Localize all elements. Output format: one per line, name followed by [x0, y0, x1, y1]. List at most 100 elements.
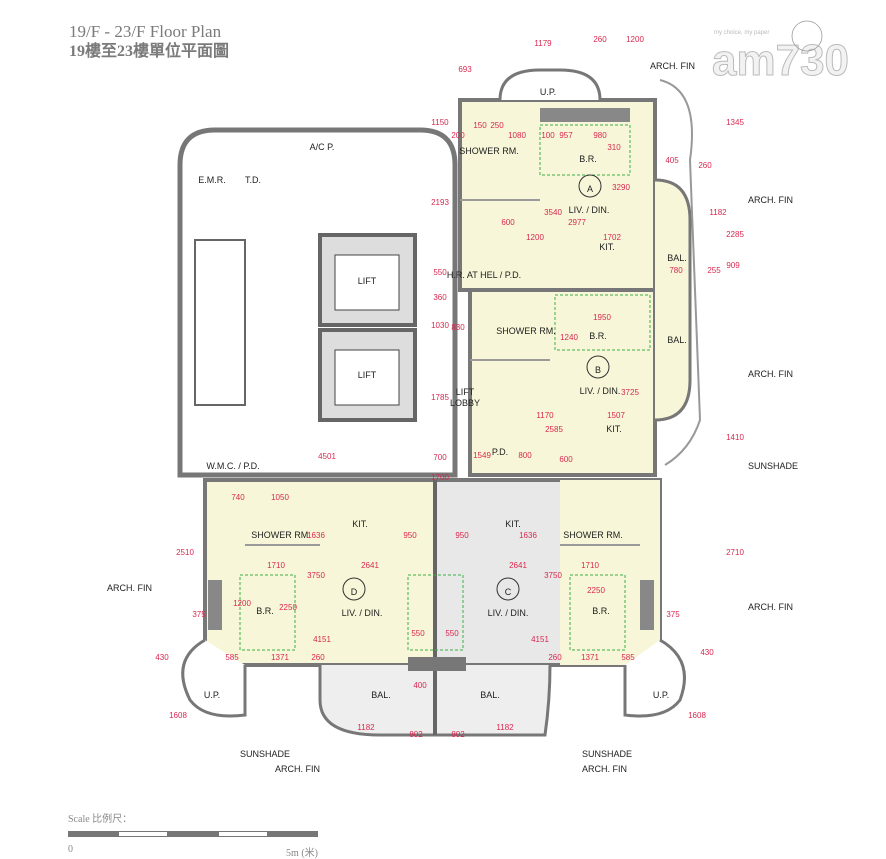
annotation-label: SUNSHADE	[582, 749, 632, 759]
dimension-label: 980	[593, 131, 607, 140]
dimension-label: 2193	[431, 198, 449, 207]
dimension-label: 1170	[536, 411, 554, 420]
room-label: LIV. / DIN.	[569, 205, 610, 215]
dimension-label: 1700	[431, 473, 449, 482]
room-label: B.R.	[256, 606, 274, 616]
dimension-label: 693	[458, 65, 472, 74]
room-label: SHOWER RM.	[496, 326, 556, 336]
dimension-label: 1702	[603, 233, 621, 242]
dimension-label: 1636	[519, 531, 537, 540]
dimension-label: 2250	[587, 586, 605, 595]
title-english: 19/F - 23/F Floor Plan	[69, 22, 222, 41]
dimension-label: 360	[433, 293, 447, 302]
scale-label: Scale 比例尺：	[68, 814, 133, 825]
dimension-label: 550	[445, 629, 459, 638]
dimension-label: 780	[669, 266, 683, 275]
unit-marker-b	[586, 355, 610, 379]
dimension-label: 585	[225, 653, 239, 662]
room-label: BAL.	[371, 690, 391, 700]
dimension-label: 200	[451, 131, 465, 140]
scale-end: 5m (米)	[286, 848, 318, 859]
dimension-label: 260	[311, 653, 325, 662]
dimension-label: 830	[451, 323, 465, 332]
common-label-lobby2: LOBBY	[450, 398, 480, 408]
dimension-label: 3750	[544, 571, 562, 580]
room-label: U.P.	[653, 690, 669, 700]
annotation-label: ARCH. FIN	[748, 602, 793, 612]
dimension-label: 310	[607, 143, 621, 152]
dimension-label: 1636	[307, 531, 325, 540]
dimension-label: 260	[698, 161, 712, 170]
common-label-wmc: W.M.C. / P.D.	[206, 461, 259, 471]
svg-text:my choice, my paper: my choice, my paper	[714, 30, 769, 36]
title-chinese: 19樓至23樓單位平面圖	[69, 43, 230, 60]
unit-marker-c	[496, 577, 520, 601]
annotation-label: SUNSHADE	[240, 749, 290, 759]
room-label: SHOWER RM.	[563, 530, 623, 540]
scale-start: 0	[68, 844, 73, 855]
dimension-label: 1030	[431, 321, 449, 330]
room-label: KIT.	[352, 519, 368, 529]
dimension-label: 2285	[726, 230, 744, 239]
svg-text:am730: am730	[712, 36, 849, 80]
dimension-label: 4501	[318, 452, 336, 461]
scale-graphic	[68, 831, 318, 837]
dimension-label: 260	[593, 35, 607, 44]
room-label: KIT.	[505, 519, 521, 529]
dimension-label: 3290	[612, 183, 630, 192]
dimension-label: 1549	[473, 451, 491, 460]
dimension-label: 1608	[169, 711, 187, 720]
am730-logo: my choice, my paper am730	[712, 20, 850, 80]
dimension-label: 1345	[726, 118, 744, 127]
dimension-label: 1240	[560, 333, 578, 342]
plan-title: 19/F - 23/F Floor Plan 19樓至23樓單位平面圖	[69, 22, 229, 62]
dimension-label: 4151	[531, 635, 549, 644]
dimension-label: 100	[541, 131, 555, 140]
scale-bar: Scale 比例尺： 0 5m (米)	[68, 810, 318, 859]
room-label: LIV. / DIN.	[488, 608, 529, 618]
common-label-lobby1: LIFT	[456, 387, 475, 397]
unit-marker-d	[342, 577, 366, 601]
dimension-label: 260	[548, 653, 562, 662]
building-outline	[177, 68, 702, 737]
dimension-label: 700	[433, 453, 447, 462]
common-label-lift2: LIFT	[358, 370, 377, 380]
dimension-label: 375	[192, 610, 206, 619]
annotation-label: SUNSHADE	[748, 461, 798, 471]
dimension-label: 1179	[534, 39, 552, 48]
room-label: LIV. / DIN.	[580, 386, 621, 396]
unit-id-a: A	[587, 184, 593, 194]
dimension-label: 4151	[313, 635, 331, 644]
dimension-label: 1182	[357, 723, 375, 732]
dimension-label: 1371	[271, 653, 289, 662]
dimension-label: 430	[155, 653, 169, 662]
dimension-label: 2641	[361, 561, 379, 570]
common-label-acp: A/C P.	[310, 142, 335, 152]
room-label: BAL.	[480, 690, 500, 700]
common-label-pd: P.D.	[492, 447, 508, 457]
annotation-label: ARCH. FIN	[748, 369, 793, 379]
dimension-label: 802	[451, 730, 465, 739]
dimension-label: 1200	[526, 233, 544, 242]
room-label: BAL.	[667, 253, 687, 263]
dimension-label: 600	[559, 455, 573, 464]
dimension-label: 1785	[431, 393, 449, 402]
dimension-label: 2510	[176, 548, 194, 557]
dimension-label: 150	[473, 121, 487, 130]
dimension-label: 250	[490, 121, 504, 130]
annotation-label: ARCH. FIN	[582, 764, 627, 774]
furniture-outlines	[239, 124, 651, 651]
dimension-label: 1371	[581, 653, 599, 662]
dimension-label: 3725	[621, 388, 639, 397]
dimension-label: 550	[433, 268, 447, 277]
room-label: B.R.	[589, 331, 607, 341]
dimension-label: 957	[559, 131, 573, 140]
dimension-label: 1182	[496, 723, 514, 732]
dimension-label: 1710	[267, 561, 285, 570]
dimension-label: 550	[411, 629, 425, 638]
dimension-label: 1080	[508, 131, 526, 140]
room-label: B.R.	[592, 606, 610, 616]
dimension-label: 800	[518, 451, 532, 460]
room-label: KIT.	[599, 242, 615, 252]
